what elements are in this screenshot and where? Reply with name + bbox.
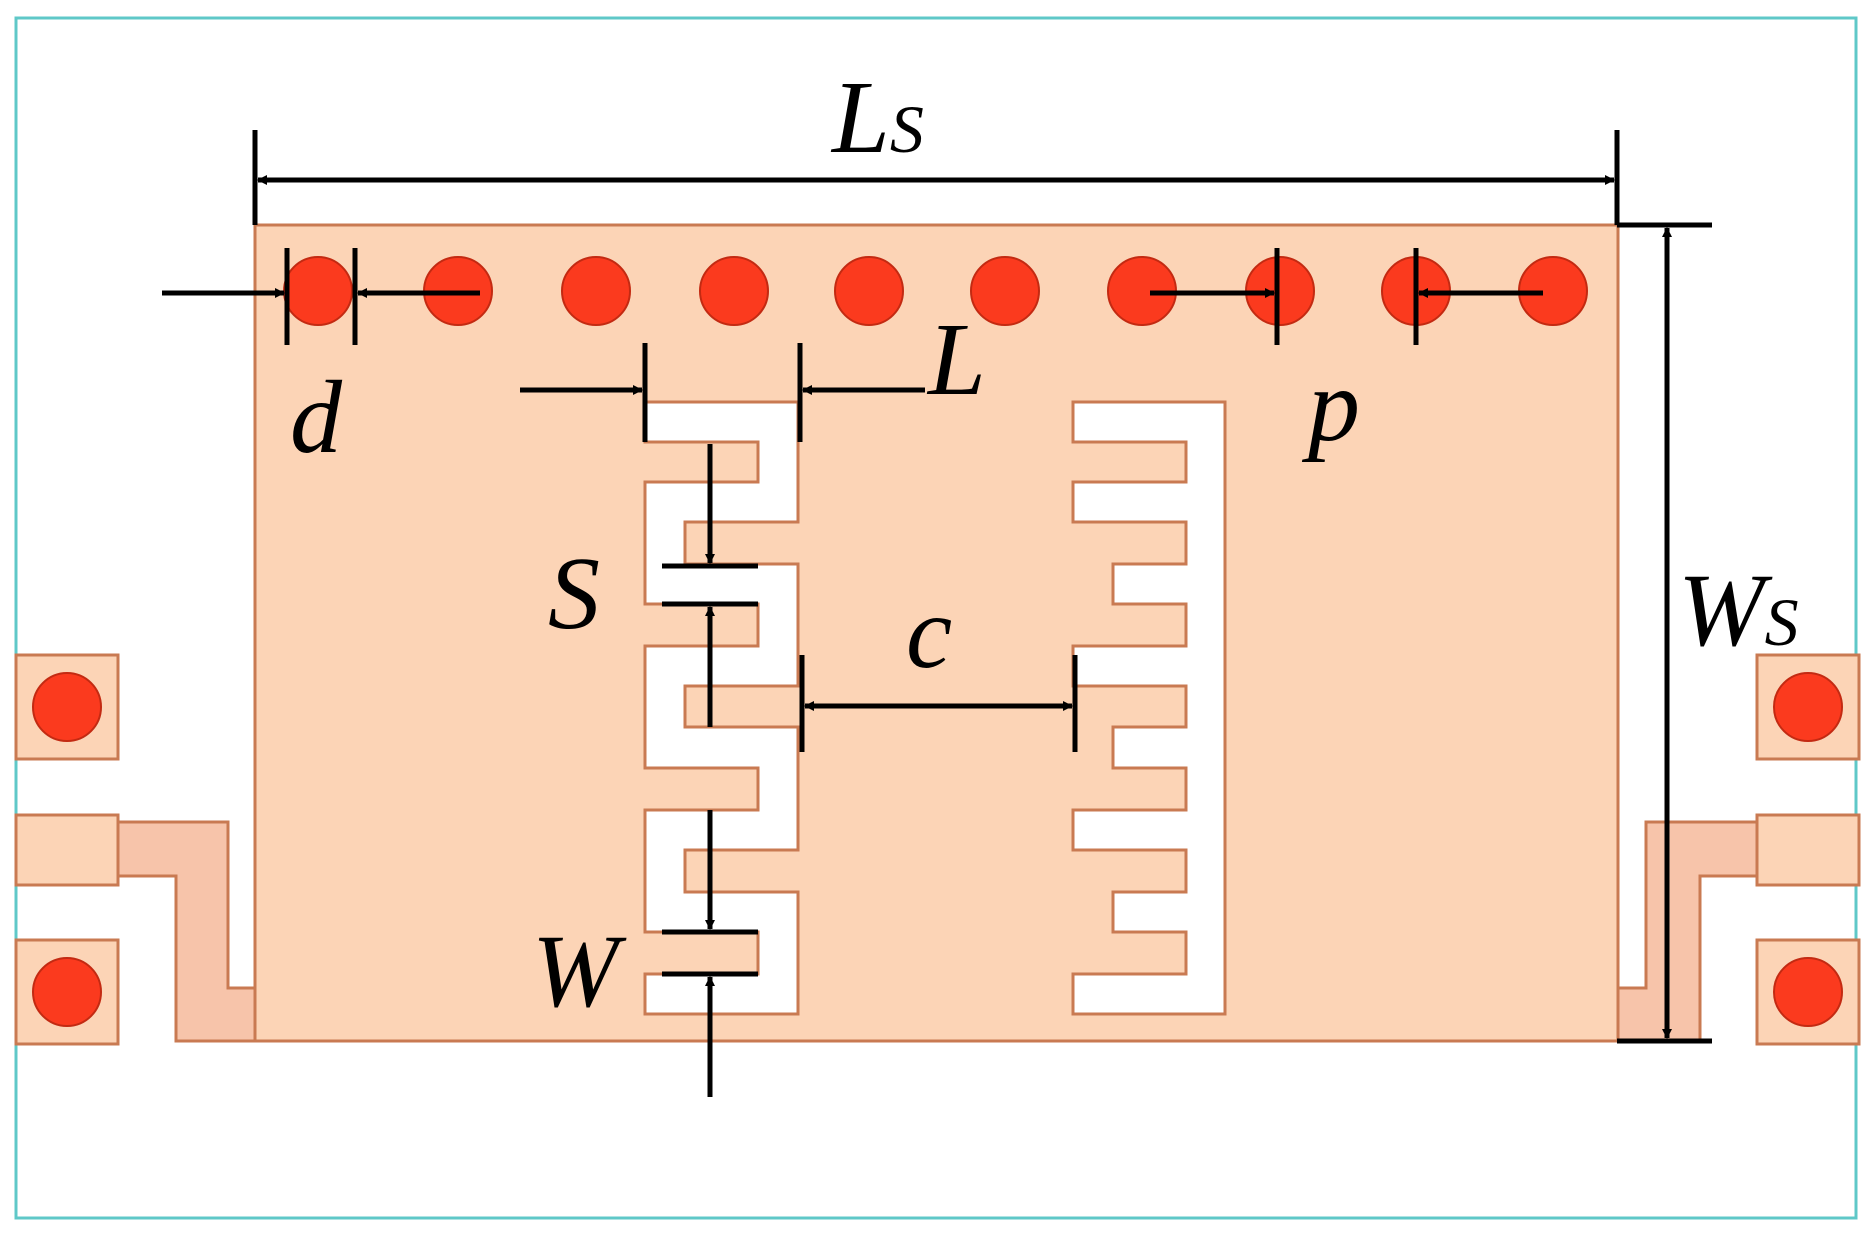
feed-line-right bbox=[1616, 820, 1759, 1043]
label-w: W bbox=[532, 914, 627, 1029]
via bbox=[834, 256, 904, 326]
label-p: p bbox=[1301, 348, 1360, 463]
label-d: d bbox=[290, 360, 343, 475]
label-ls: LS bbox=[830, 60, 924, 175]
port-feed-stub bbox=[14, 813, 120, 887]
port-via bbox=[1773, 957, 1843, 1027]
siw-substrate bbox=[253, 223, 1620, 1043]
outer-frame bbox=[14, 16, 1858, 1220]
port-feed-stub bbox=[1755, 813, 1861, 887]
feed-line-left bbox=[116, 820, 257, 1043]
label-c: c bbox=[906, 575, 952, 690]
label-s: S bbox=[548, 536, 600, 651]
port-via bbox=[32, 672, 102, 742]
label-l: L bbox=[926, 302, 986, 417]
port-via bbox=[32, 957, 102, 1027]
dimensions bbox=[162, 130, 1712, 1097]
via bbox=[561, 256, 631, 326]
via bbox=[970, 256, 1040, 326]
via bbox=[283, 256, 353, 326]
label-ws: WS bbox=[1678, 553, 1799, 668]
slot-right bbox=[1071, 400, 1227, 1016]
ports bbox=[14, 653, 1861, 1046]
via bbox=[699, 256, 769, 326]
port-via bbox=[1773, 672, 1843, 742]
